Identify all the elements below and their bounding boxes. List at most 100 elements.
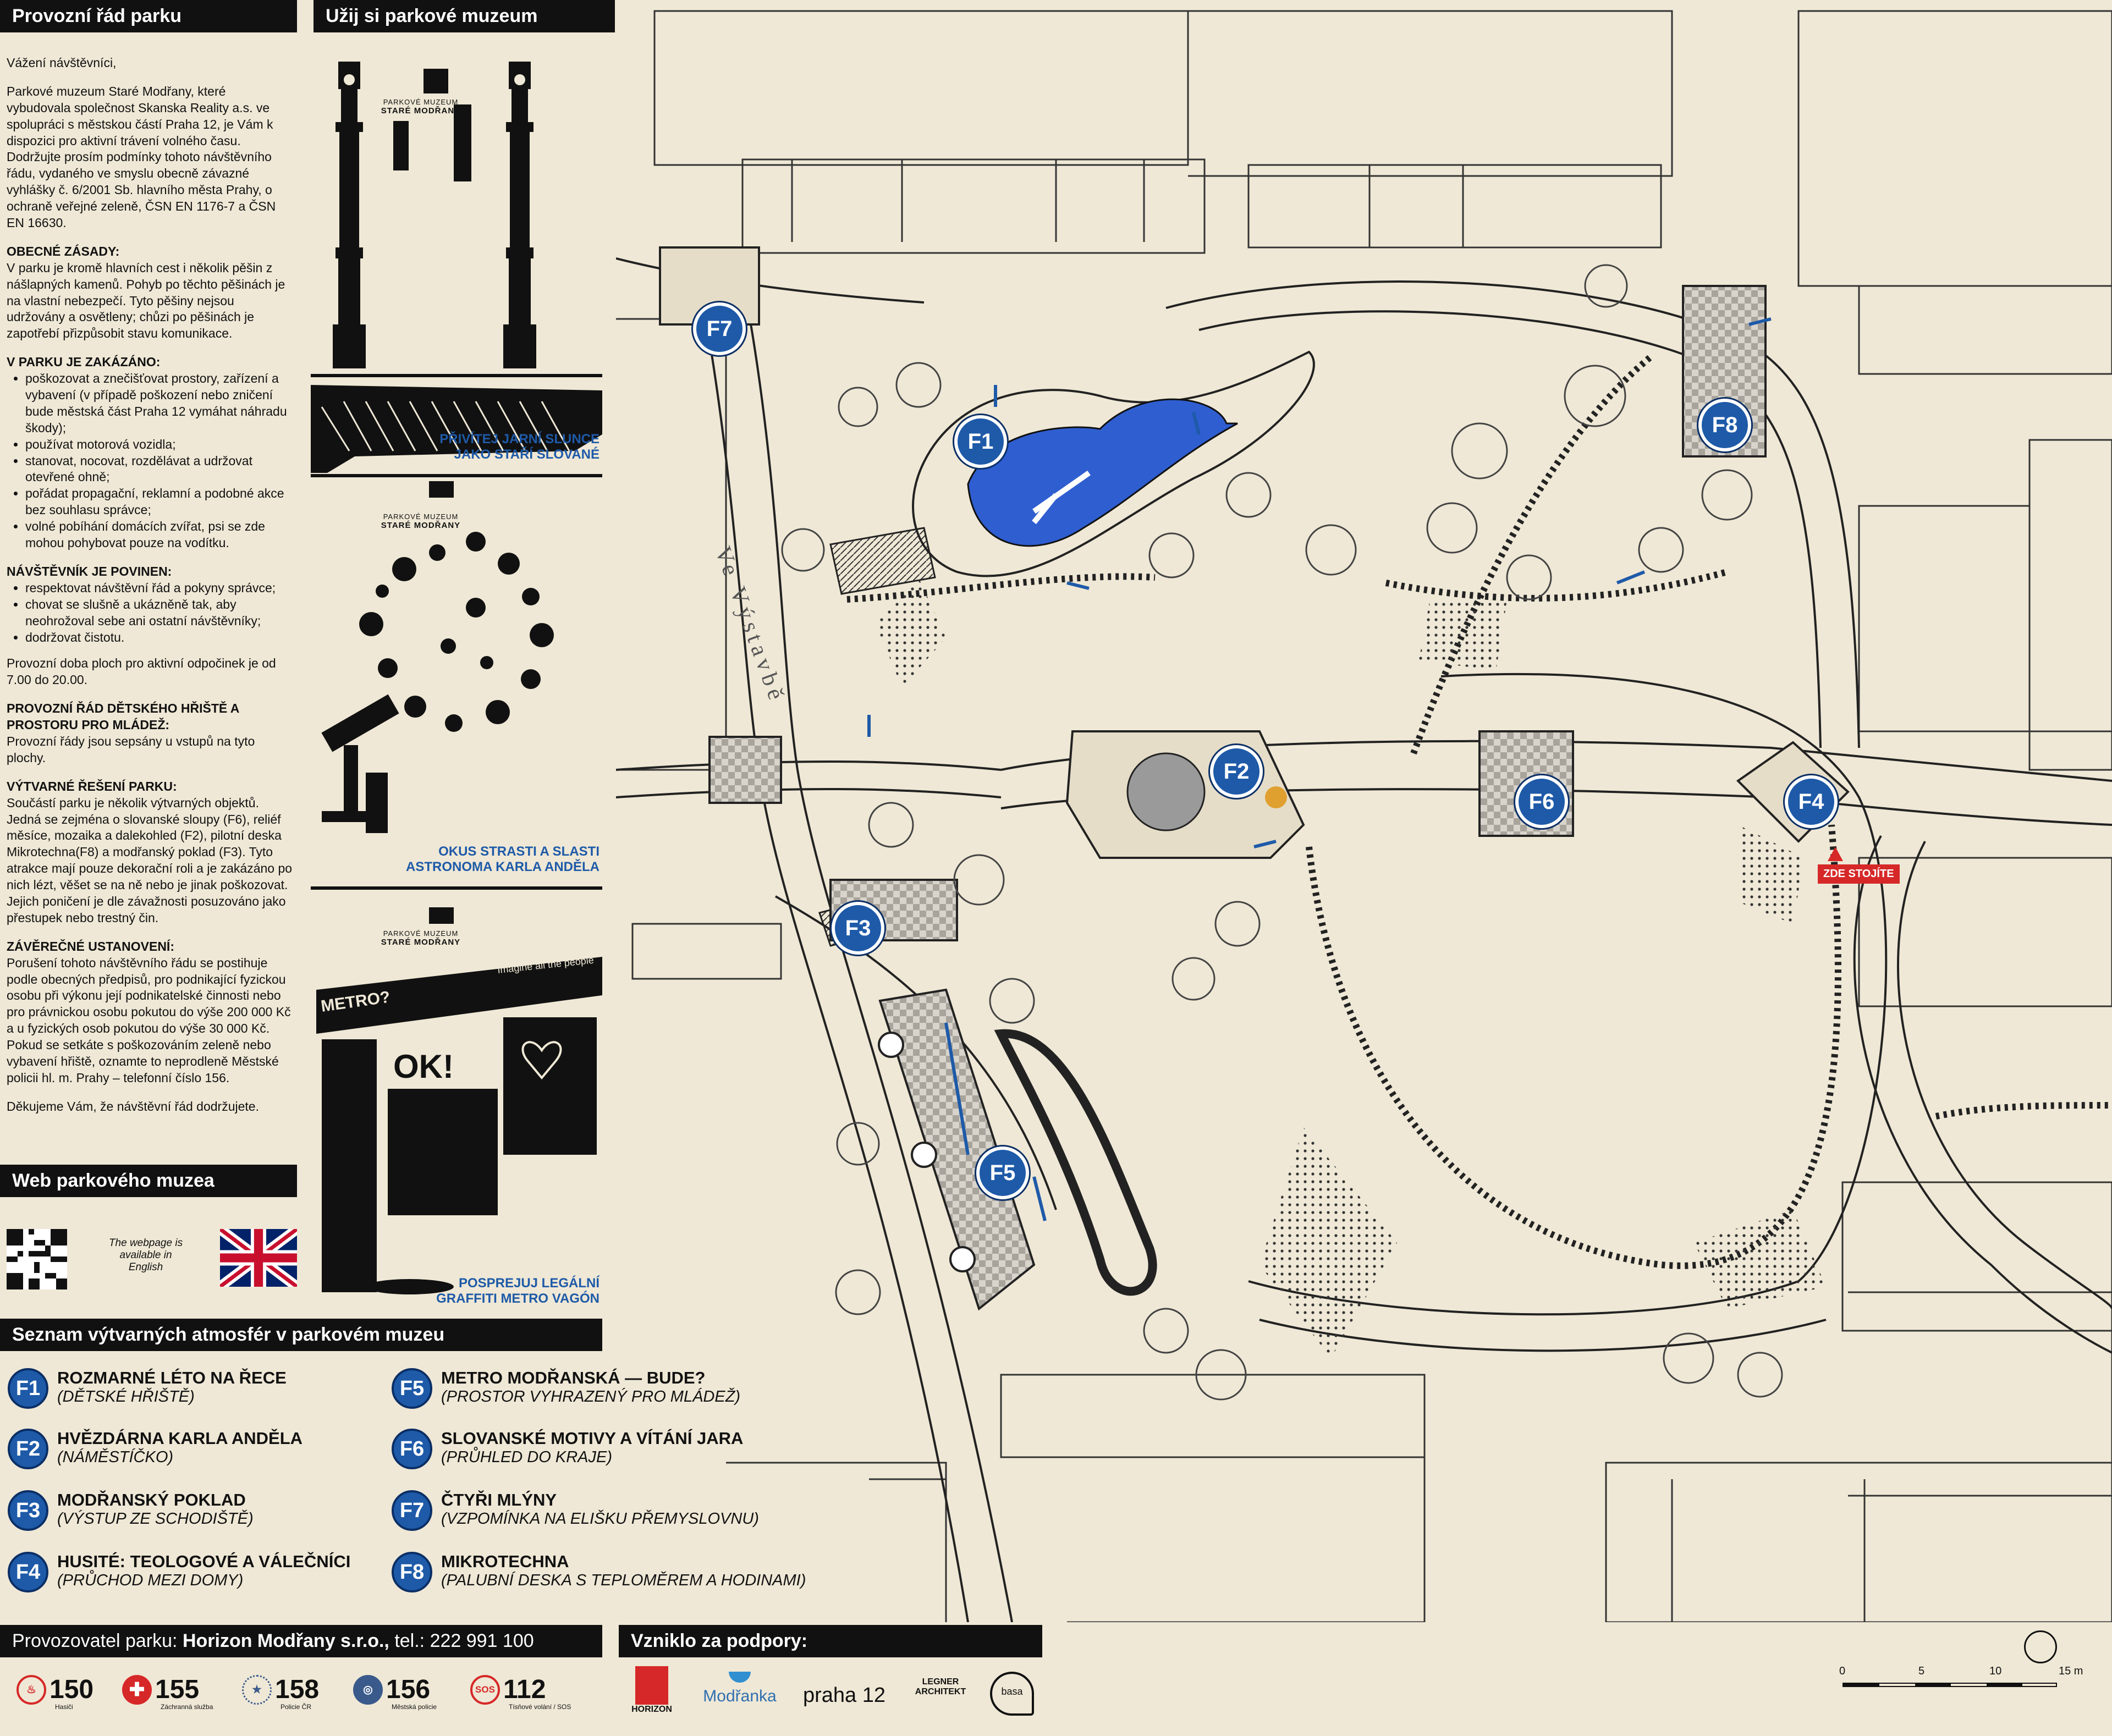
map-marker-f6[interactable]: F6 (1515, 775, 1568, 828)
basa-logo-icon: basa (990, 1672, 1034, 1716)
emergency-police: ★ 158 Policie ČR (242, 1674, 319, 1711)
rules-general: V parku je kromě hlavních cest i několik… (7, 260, 285, 341)
rules-duty-list: respektovat návštěvní řád a pokyny správ… (25, 580, 293, 646)
sponsor-basa: basa (990, 1672, 1040, 1716)
scale-label-5: 5 (1918, 1665, 1925, 1677)
operator-prefix: Provozovatel parku: (12, 1630, 183, 1651)
support-heading: Vzniklo za podpory: (619, 1625, 1042, 1657)
emergency-city-police: ◎ 156 Městská policie (353, 1674, 437, 1711)
list-item: volné pobíhání domácích zvířat, psi se z… (25, 519, 293, 552)
cross-icon: ✚ (122, 1674, 152, 1705)
legend-item-f7: F7 ČTYŘI MLÝNY(VZPOMÍNKA NA ELIŠKU PŘEMY… (392, 1490, 759, 1531)
operator-bar: Provozovatel parku: Horizon Modřany s.r.… (0, 1625, 602, 1657)
emergency-ambulance: ✚ 155 Záchranná služba (122, 1674, 213, 1711)
rules-forbidden-list: poškozovat a znečišťovat prostory, zaříz… (25, 371, 293, 552)
slavic-columns-illustration (311, 62, 602, 473)
rules-playground: Provozní řády jsou sepsány u vstupů na t… (7, 734, 255, 765)
scale-bar-graphic (1843, 1683, 2057, 1687)
rules-text: Vážení návštěvníci, Parkové muzeum Staré… (7, 55, 293, 1115)
badge-f7: F7 (392, 1490, 432, 1531)
legend-item-f3: F3 MODŘANSKÝ POKLAD(VÝSTUP ZE SCHODIŠTĚ) (8, 1490, 254, 1531)
legend-item-f2: F2 HVĚZDÁRNA KARLA ANDĚLA(NÁMĚSTÍČKO) (8, 1429, 302, 1469)
divider (311, 886, 602, 890)
map-marker-f7[interactable]: F7 (693, 302, 746, 355)
emergency-sos: SOS 112 Tísňové volání / SOS (470, 1674, 571, 1711)
rules-greeting: Vážení návštěvníci, (7, 56, 117, 70)
badge-f1: F1 (8, 1368, 48, 1409)
badge-f6: F6 (392, 1429, 432, 1469)
benches (867, 317, 1772, 1221)
you-are-here-marker: ZDE STOJÍTE (1818, 864, 1900, 884)
pond-bridge (1032, 470, 1091, 525)
qr-code[interactable] (7, 1229, 67, 1289)
map-marker-f5[interactable]: F5 (976, 1147, 1029, 1199)
map-marker-f1[interactable]: F1 (954, 415, 1007, 468)
museum-label-3: PARKOVÉ MUZEUM STARÉ MODŘANY (381, 929, 461, 947)
city-police-icon: ◎ (353, 1674, 383, 1705)
rules-thanks: Děkujeme Vám, že návštěvní řád dodržujet… (7, 1099, 259, 1114)
legend-item-f1: F1 ROZMARNÉ LÉTO NA ŘECE(DĚTSKÉ HŘIŠTĚ) (8, 1368, 287, 1409)
divider (311, 474, 602, 477)
web-english-note: The webpage is available in English (108, 1237, 183, 1273)
museum-label-2: PARKOVÉ MUZEUM STARÉ MODŘANY (381, 512, 461, 530)
rules-hours: Provozní doba ploch pro aktivní odpočine… (7, 656, 276, 687)
youth-area-f5 (878, 988, 1157, 1311)
rules-art-heading: VÝTVARNÉ ŘEŠENÍ PARKU: (7, 779, 177, 793)
sos-icon: SOS (470, 1674, 500, 1705)
museum-heading: Užij si parkové muzeum (314, 0, 615, 32)
map-marker-f3[interactable]: F3 (832, 902, 884, 955)
badge-f8: F8 (392, 1552, 432, 1592)
uk-flag-icon[interactable] (220, 1229, 297, 1287)
scale-label-15: 15 m (2059, 1665, 2083, 1677)
rules-heading: Provozní řád parku (0, 0, 297, 32)
wave-logo-icon (729, 1672, 751, 1683)
list-item: stanovat, nocovat, rozdělávat a udržovat… (25, 453, 293, 486)
legend-item-f5: F5 METRO MODŘANSKÁ — BUDE?(PROSTOR VYHRA… (392, 1368, 740, 1409)
caption-spring: PŘIVÍTEJ JARNÍ SLUNCE JAKO STAŘÍ SLOVANÉ (439, 432, 600, 462)
police-badge-icon: ★ (242, 1674, 272, 1705)
horizon-logo-icon (635, 1666, 668, 1705)
map-marker-f4[interactable]: F4 (1785, 775, 1838, 828)
legend-item-f6: F6 SLOVANSKÉ MOTIVY A VÍTÁNÍ JARA(PRŮHLE… (392, 1429, 743, 1469)
sponsor-modranka: Modřanka (696, 1672, 784, 1706)
rules-art: Součástí parku je několik výtvarných obj… (7, 795, 293, 925)
badge-f3: F3 (8, 1490, 48, 1531)
pond (912, 350, 1315, 577)
plaza-f2 (1065, 730, 1305, 859)
map-marker-f2[interactable]: F2 (1210, 745, 1263, 798)
map-marker-f8[interactable]: F8 (1698, 399, 1751, 451)
plaza-checker (708, 736, 782, 804)
list-item: poškozovat a znečišťovat prostory, zaříz… (25, 371, 293, 437)
museum-label-1: PARKOVÉ MUZEUM STARÉ MODŘANY (381, 98, 461, 115)
heart-icon (521, 1041, 562, 1080)
scale-label-0: 0 (1839, 1665, 1846, 1677)
trees (781, 264, 1783, 1401)
list-item: pořádat propagační, reklamní a podobné a… (25, 486, 293, 519)
buildings (616, 10, 2112, 1622)
badge-f2: F2 (8, 1429, 48, 1469)
sponsor-legner: LEGNER ARCHITEKT (915, 1677, 966, 1696)
caption-graffiti: POSPREJUJ LEGÁLNÍ GRAFFITI METRO VAGÓN (436, 1276, 600, 1306)
badge-f5: F5 (392, 1368, 432, 1409)
rules-final: Porušení tohoto návštěvního řádu se post… (7, 955, 291, 1085)
graffiti-metro-illustration: METRO? OK! Imagine all the people (316, 907, 602, 1294)
rules-duty-heading: NÁVŠTĚVNÍK JE POVINEN: (7, 564, 172, 578)
graffiti-text-ok: OK! (393, 1048, 454, 1085)
emergency-firefighters: ♨ 150 Hasiči (16, 1674, 94, 1711)
list-item: používat motorová vozidla; (25, 437, 293, 453)
north-arrow-icon (2024, 1630, 2057, 1663)
caption-astronomy: OKUS STRASTI A SLASTI ASTRONOMA KARLA AN… (406, 844, 600, 874)
operator-phone: tel.: 222 991 100 (389, 1630, 534, 1651)
legend-item-f4: F4 HUSITÉ: TEOLOGOVÉ A VÁLEČNÍCI(PRŮCHOD… (8, 1552, 350, 1592)
rules-final-heading: ZÁVĚREČNÉ USTANOVENÍ: (7, 939, 174, 954)
park-map[interactable]: Ve Výstavbě (616, 0, 2112, 1622)
scale-label-10: 10 (1989, 1665, 2002, 1677)
badge-f4: F4 (8, 1552, 48, 1592)
you-are-here-pin-icon (1828, 847, 1843, 861)
astronomy-illustration (321, 481, 554, 833)
operator-name: Horizon Modřany s.r.o., (182, 1630, 389, 1651)
legend-item-f8: F8 MIKROTECHNA(PALUBNÍ DESKA S TEPLOMĚRE… (392, 1552, 806, 1592)
rules-playground-heading: PROVOZNÍ ŘÁD DĚTSKÉHO HŘIŠTĚ A PROSTORU … (7, 701, 239, 732)
list-item: dodržovat čistotu. (25, 630, 293, 646)
stepping-stones (846, 355, 2112, 1269)
